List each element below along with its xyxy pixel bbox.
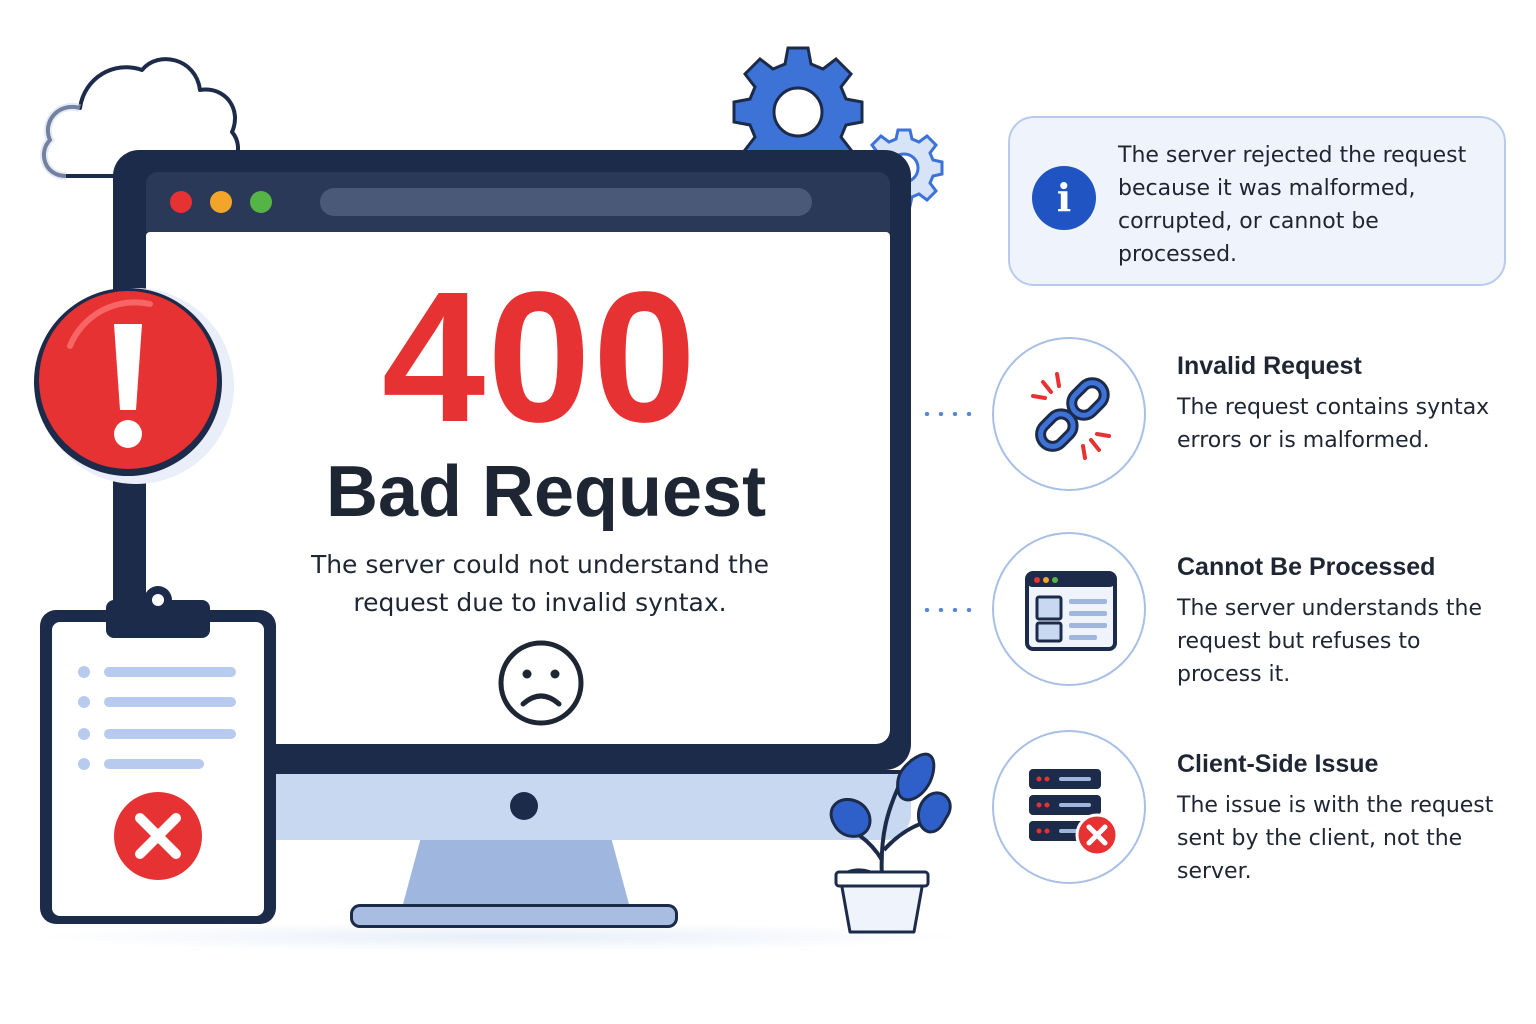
- feature-title: Cannot Be Processed: [1177, 553, 1436, 581]
- browser-window-icon: [1025, 571, 1117, 651]
- info-text: The server rejected the request because …: [1118, 143, 1467, 267]
- feature-title: Client-Side Issue: [1177, 750, 1379, 778]
- feature-description: The server understands the request but r…: [1177, 596, 1483, 687]
- feature-icon-circle: [992, 532, 1146, 686]
- exclamation-alert-icon: [34, 288, 234, 484]
- connector-dots: [920, 412, 976, 416]
- error-code: 400: [381, 254, 699, 461]
- clipboard-error-icon: [40, 586, 276, 924]
- minimize-dot: [210, 191, 232, 213]
- feature-description: The request contains syntax errors or is…: [1177, 395, 1490, 453]
- monitor-stand-base: [350, 904, 678, 928]
- gear-icon: [732, 46, 864, 178]
- error-description: The server could not understand the requ…: [310, 550, 770, 617]
- feature-icon-circle: [992, 730, 1146, 884]
- monitor-stand-neck: [402, 840, 630, 908]
- feature-description: The issue is with the request sent by th…: [1177, 793, 1494, 884]
- power-button: [510, 792, 538, 820]
- close-dot: [170, 191, 192, 213]
- sad-face-icon: [498, 640, 584, 726]
- plant-icon: [829, 752, 952, 934]
- cloud-icon: [39, 57, 240, 180]
- address-bar: [320, 188, 812, 216]
- maximize-dot: [250, 191, 272, 213]
- server-error-icon: [1029, 769, 1119, 857]
- broken-link-icon: [1031, 372, 1111, 460]
- feature-title: Invalid Request: [1177, 352, 1362, 380]
- connector-dots: [920, 608, 976, 612]
- info-icon: i: [1032, 166, 1096, 230]
- error-title: Bad Request: [325, 452, 767, 532]
- feature-icon-circle: [992, 337, 1146, 491]
